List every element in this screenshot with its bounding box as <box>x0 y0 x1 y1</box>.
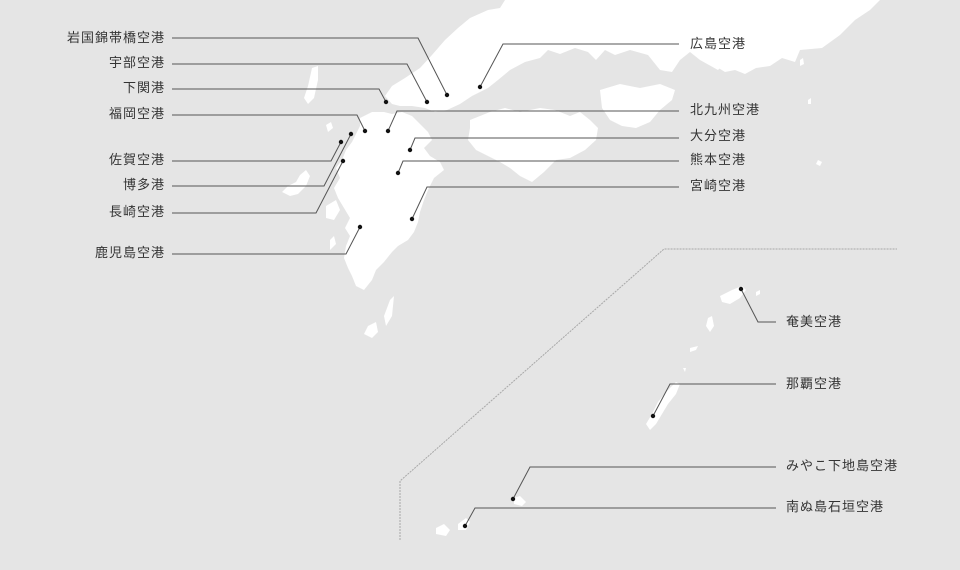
pin-kumamoto[interactable] <box>395 170 401 176</box>
miyako-island <box>514 496 526 506</box>
ishigaki-island <box>458 518 470 530</box>
label-hiroshima-airport[interactable]: 広島空港 <box>690 37 747 52</box>
leader-nagasaki <box>172 160 344 214</box>
label-oita-airport[interactable]: 大分空港 <box>690 129 747 144</box>
leader-shimonoseki <box>172 88 387 103</box>
pin-amami[interactable] <box>738 286 744 292</box>
pin-hakata[interactable] <box>348 131 354 137</box>
pin-iwakuni[interactable] <box>444 92 450 98</box>
yakushima-island <box>364 322 378 338</box>
leader-miyazaki <box>411 186 679 220</box>
izu-island-2 <box>808 98 811 104</box>
leader-kumamoto <box>397 160 679 174</box>
pin-hiroshima[interactable] <box>477 84 483 90</box>
label-ube-airport[interactable]: 宇部空港 <box>108 56 165 71</box>
pin-kitakyushu[interactable] <box>385 128 391 134</box>
pin-ube[interactable] <box>424 99 430 105</box>
label-amami-airport[interactable]: 奄美空港 <box>786 315 843 330</box>
leader-lines <box>172 37 776 527</box>
pin-shimonoseki[interactable] <box>383 99 389 105</box>
pin-oita[interactable] <box>407 147 413 153</box>
pin-kagoshima[interactable] <box>357 224 363 230</box>
pin-saga[interactable] <box>338 139 344 145</box>
airport-pins <box>338 84 744 529</box>
label-naha-airport[interactable]: 那覇空港 <box>786 377 843 392</box>
land-masses <box>282 0 880 536</box>
izu-island <box>800 58 804 66</box>
label-miyako-shimojishima-airport[interactable]: みやこ下地島空港 <box>786 459 899 474</box>
pin-ishigaki[interactable] <box>462 523 468 529</box>
label-kumamoto-airport[interactable]: 熊本空港 <box>690 153 747 168</box>
leader-miyako <box>512 466 776 500</box>
label-iwakuni-kintaikyo-airport[interactable]: 岩国錦帯橋空港 <box>66 31 165 46</box>
label-miyazaki-airport[interactable]: 宮崎空港 <box>690 179 747 194</box>
amakusa-island <box>326 200 340 220</box>
kikai-island <box>756 290 760 296</box>
kyushu-land <box>334 112 444 290</box>
label-fukuoka-airport[interactable]: 福岡空港 <box>108 107 165 122</box>
goto-islands <box>282 170 310 196</box>
pin-naha[interactable] <box>650 413 656 419</box>
label-shimonoseki-port[interactable]: 下関港 <box>122 81 165 96</box>
label-kitakyushu-airport[interactable]: 北九州空港 <box>690 103 761 118</box>
tokunoshima-island <box>706 316 714 332</box>
tsushima-island <box>304 66 318 104</box>
leader-hakata <box>172 133 352 187</box>
leader-kitakyushu <box>387 110 679 132</box>
leader-saga <box>172 141 342 162</box>
chubu-land <box>690 0 880 74</box>
leader-ube <box>172 63 428 103</box>
okinawa-island <box>646 382 680 430</box>
leader-amami <box>740 288 776 323</box>
inset-separator-line <box>399 248 897 540</box>
leader-kagoshima <box>172 226 361 255</box>
label-hakata-port[interactable]: 博多港 <box>122 178 165 193</box>
label-saga-airport[interactable]: 佐賀空港 <box>108 153 165 168</box>
leader-oita <box>409 137 679 151</box>
tanegashima-island <box>384 296 394 326</box>
leader-fukuoka <box>172 114 366 132</box>
shikoku-land <box>468 108 598 182</box>
leader-naha <box>652 383 776 417</box>
label-kagoshima-airport[interactable]: 鹿児島空港 <box>94 246 165 261</box>
leader-hiroshima <box>479 43 679 88</box>
izu-island-3 <box>816 160 822 166</box>
iriomote-island <box>436 524 450 536</box>
koshiki-island <box>330 236 336 250</box>
iki-island <box>326 122 333 132</box>
pin-miyazaki[interactable] <box>409 216 415 222</box>
kii-land <box>600 84 675 128</box>
okinoerabu-island <box>690 346 698 352</box>
pin-nagasaki[interactable] <box>340 158 346 164</box>
pin-miyako[interactable] <box>510 496 516 502</box>
leader-ishigaki <box>464 507 776 527</box>
yoron-island <box>683 368 686 372</box>
leader-iwakuni <box>172 37 448 96</box>
label-nagasaki-airport[interactable]: 長崎空港 <box>108 205 165 220</box>
label-painushima-ishigaki-airport[interactable]: 南ぬ島石垣空港 <box>786 500 885 515</box>
pin-fukuoka[interactable] <box>362 128 368 134</box>
